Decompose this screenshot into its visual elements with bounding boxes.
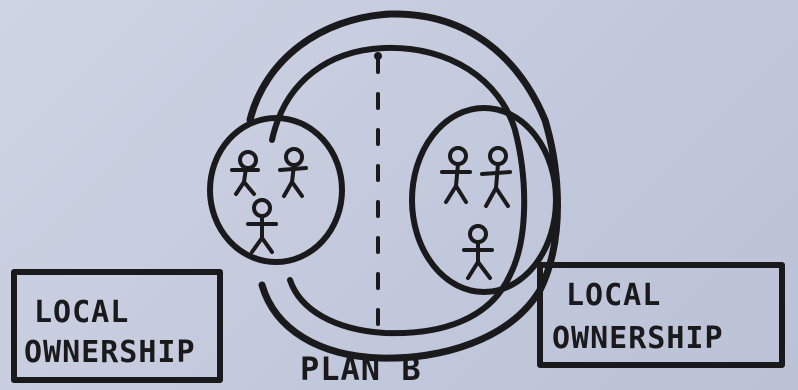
left-group-circle bbox=[210, 118, 342, 262]
left-group-people bbox=[232, 149, 306, 252]
stick-figure bbox=[482, 148, 510, 206]
divider-top-dot bbox=[374, 52, 382, 60]
stick-figure bbox=[232, 152, 258, 194]
right-group-people bbox=[442, 148, 510, 278]
right-label-line-1: LOCAL bbox=[566, 278, 661, 313]
stick-figure bbox=[464, 226, 492, 278]
stick-figure bbox=[442, 148, 470, 202]
right-group-circle bbox=[412, 108, 556, 292]
right-label-line-2: OWNERSHIP bbox=[552, 321, 724, 356]
left-label-line-1: LOCAL bbox=[34, 295, 129, 330]
stick-figure bbox=[280, 149, 306, 196]
left-label-line-2: OWNERSHIP bbox=[24, 335, 196, 370]
stick-figure bbox=[248, 200, 276, 252]
plan-b-label: PLAN B bbox=[300, 350, 422, 388]
